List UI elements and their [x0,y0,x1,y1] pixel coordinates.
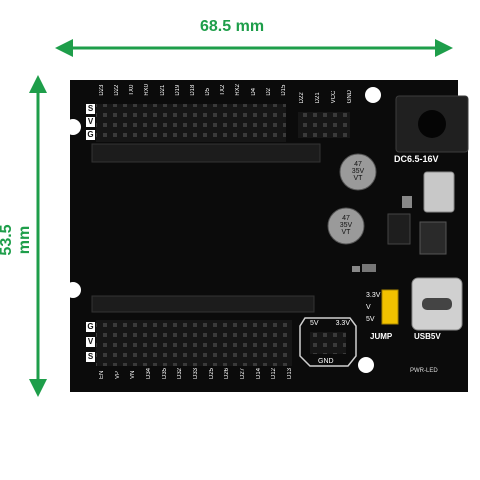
pin-label: D5 [205,88,212,96]
row-letter: G [86,130,95,140]
mini-header-outline [299,317,357,367]
width-dimension-label: 68.5 mm [200,18,265,35]
pin-label: D21 [159,84,166,96]
jumper-block [381,289,399,325]
micro-usb-port [423,171,455,213]
mount-hole [358,357,374,373]
pin-label: D21 [315,92,321,104]
top-header-labels: D23 D22 TX0 RX0 D21 D19 D18 D5 TX2 RX2 D4 D2 D15 [98,84,288,102]
pin-label: D35 [161,368,168,380]
pin-label: D2 [265,88,272,96]
pin-label: D23 [99,84,105,96]
pin-label: TX2 [220,84,227,96]
pin-label: D34 [145,368,152,380]
mini-header [310,332,346,354]
top-right-header [298,112,350,138]
dc-jack-socket [418,110,446,138]
pin-label: VN [130,370,137,380]
pin-label: VP [114,371,121,380]
row-letter: V [86,337,95,347]
pin-label: VCC [331,90,337,104]
row-letter: S [86,352,95,362]
pin-label: D26 [224,368,231,380]
pin-label: D32 [177,368,184,380]
pin-label: D27 [239,368,246,380]
pin-label: D13 [286,368,293,380]
usb-c-opening [422,298,452,310]
pin-label: D18 [189,84,196,96]
pin-label: D25 [208,368,215,380]
pin-label: D4 [250,88,257,96]
pin-label: D19 [174,84,181,96]
pin-label: D22 [299,92,305,104]
row-letter: S [86,104,95,114]
regulator-chip [419,221,447,255]
bottom-header-labels: EN VP VN D34 D35 D32 D33 D25 D26 D27 D14 D12 D13 [98,368,294,388]
power-jack-label: DC6.5-16V [394,154,439,164]
pin-label: D22 [114,84,121,96]
usb-label: USB5V [414,332,441,341]
gnd-label: GND [318,358,334,365]
capacitor-bottom [327,207,365,245]
mount-hole [65,119,81,135]
pin-label: D14 [255,368,262,380]
pwr-led-label: PWR-LED [410,368,438,374]
pin-label: D15 [280,84,287,96]
smd-component [402,196,412,208]
pin-label: TX0 [129,84,136,96]
pin-label: GND [347,90,353,104]
smd-component [362,264,376,272]
row-letter: G [86,322,95,332]
pin-label: RX2 [235,84,242,96]
top-pin-block [96,104,286,142]
pin-label: EN [99,370,105,380]
bottom-female-header [91,295,315,313]
top-right-labels: D22 D21 VCC GND [298,90,354,108]
pin-label: D12 [271,368,278,380]
pin-label: RX0 [144,84,151,96]
height-dimension-label: 53.5 mm [0,224,33,256]
smd-component [352,266,360,272]
bottom-pin-block [96,320,292,366]
mount-hole [65,282,81,298]
pin-label: D33 [192,368,199,380]
row-letter: V [86,117,95,127]
regulator-chip [387,213,411,245]
mount-hole [365,87,381,103]
top-female-header [91,143,321,163]
capacitor-top [339,153,377,191]
jump-label: JUMP [370,332,393,341]
